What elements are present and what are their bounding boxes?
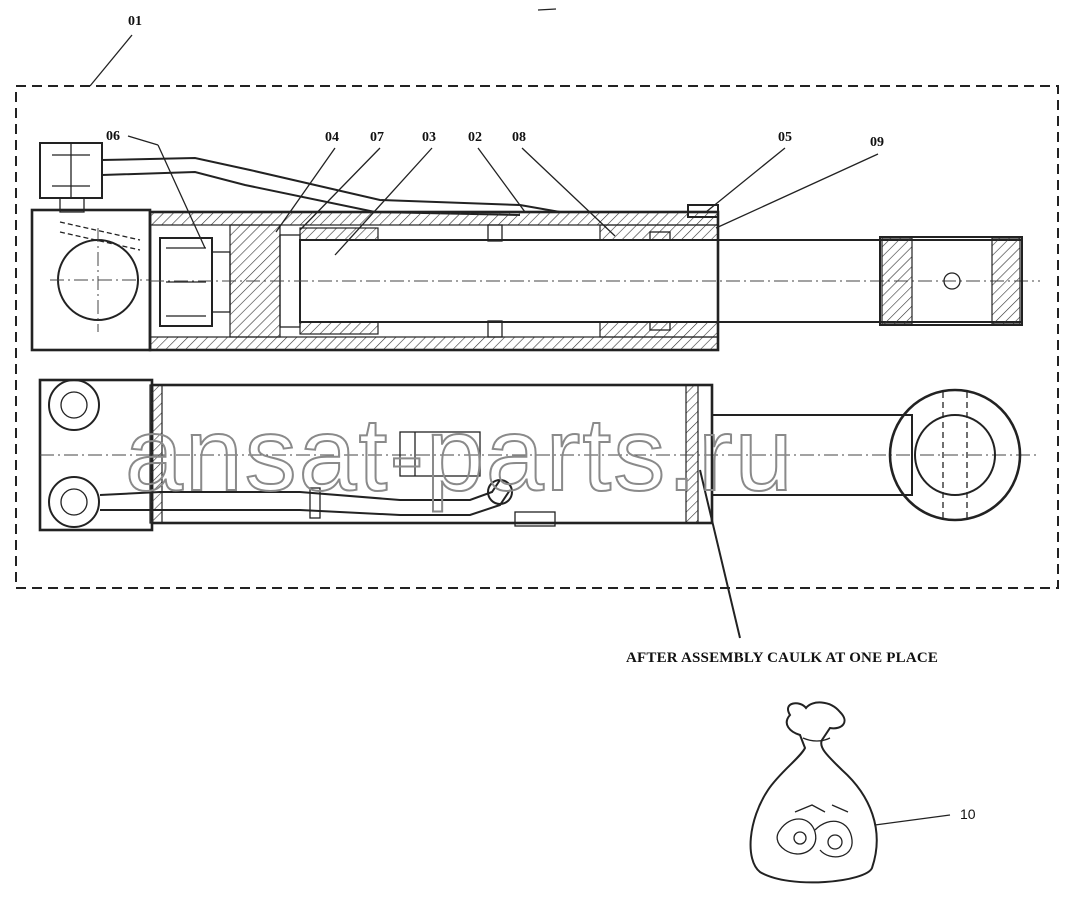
hydraulic-pipe-upper: [101, 156, 561, 213]
fitting-stem: [59, 198, 85, 213]
caulk-note: AFTER ASSEMBLY CAULK AT ONE PLACE: [626, 650, 938, 666]
rod-exterior: [711, 414, 913, 496]
scan-mark: [537, 8, 557, 11]
callout-09: 09: [870, 135, 884, 150]
callout-04: 04: [325, 130, 339, 145]
rod-eye-section: [879, 236, 1023, 326]
callout-01: 01: [128, 14, 142, 29]
callout-05: 05: [778, 130, 792, 145]
sectional-view: [30, 142, 1040, 352]
hydraulic-pipe-lower: [101, 170, 521, 216]
leader-10: [874, 814, 951, 826]
exterior-view: [38, 378, 1040, 532]
callout-02: 02: [468, 130, 482, 145]
callout-07: 07: [370, 130, 384, 145]
callout-08: 08: [512, 130, 526, 145]
watermark: ansat-parts.ru: [125, 397, 795, 513]
caulk-leader: [699, 469, 741, 639]
callout-06: 06: [106, 129, 120, 144]
leader-01: [89, 34, 133, 87]
rod-eye-exterior: [888, 388, 1022, 522]
parts-bag-icon: [749, 701, 878, 884]
callout-10: 10: [960, 806, 976, 822]
head-fitting-bolt: [52, 143, 90, 198]
callout-03: 03: [422, 130, 436, 145]
assembly-boundary: [15, 85, 1059, 589]
